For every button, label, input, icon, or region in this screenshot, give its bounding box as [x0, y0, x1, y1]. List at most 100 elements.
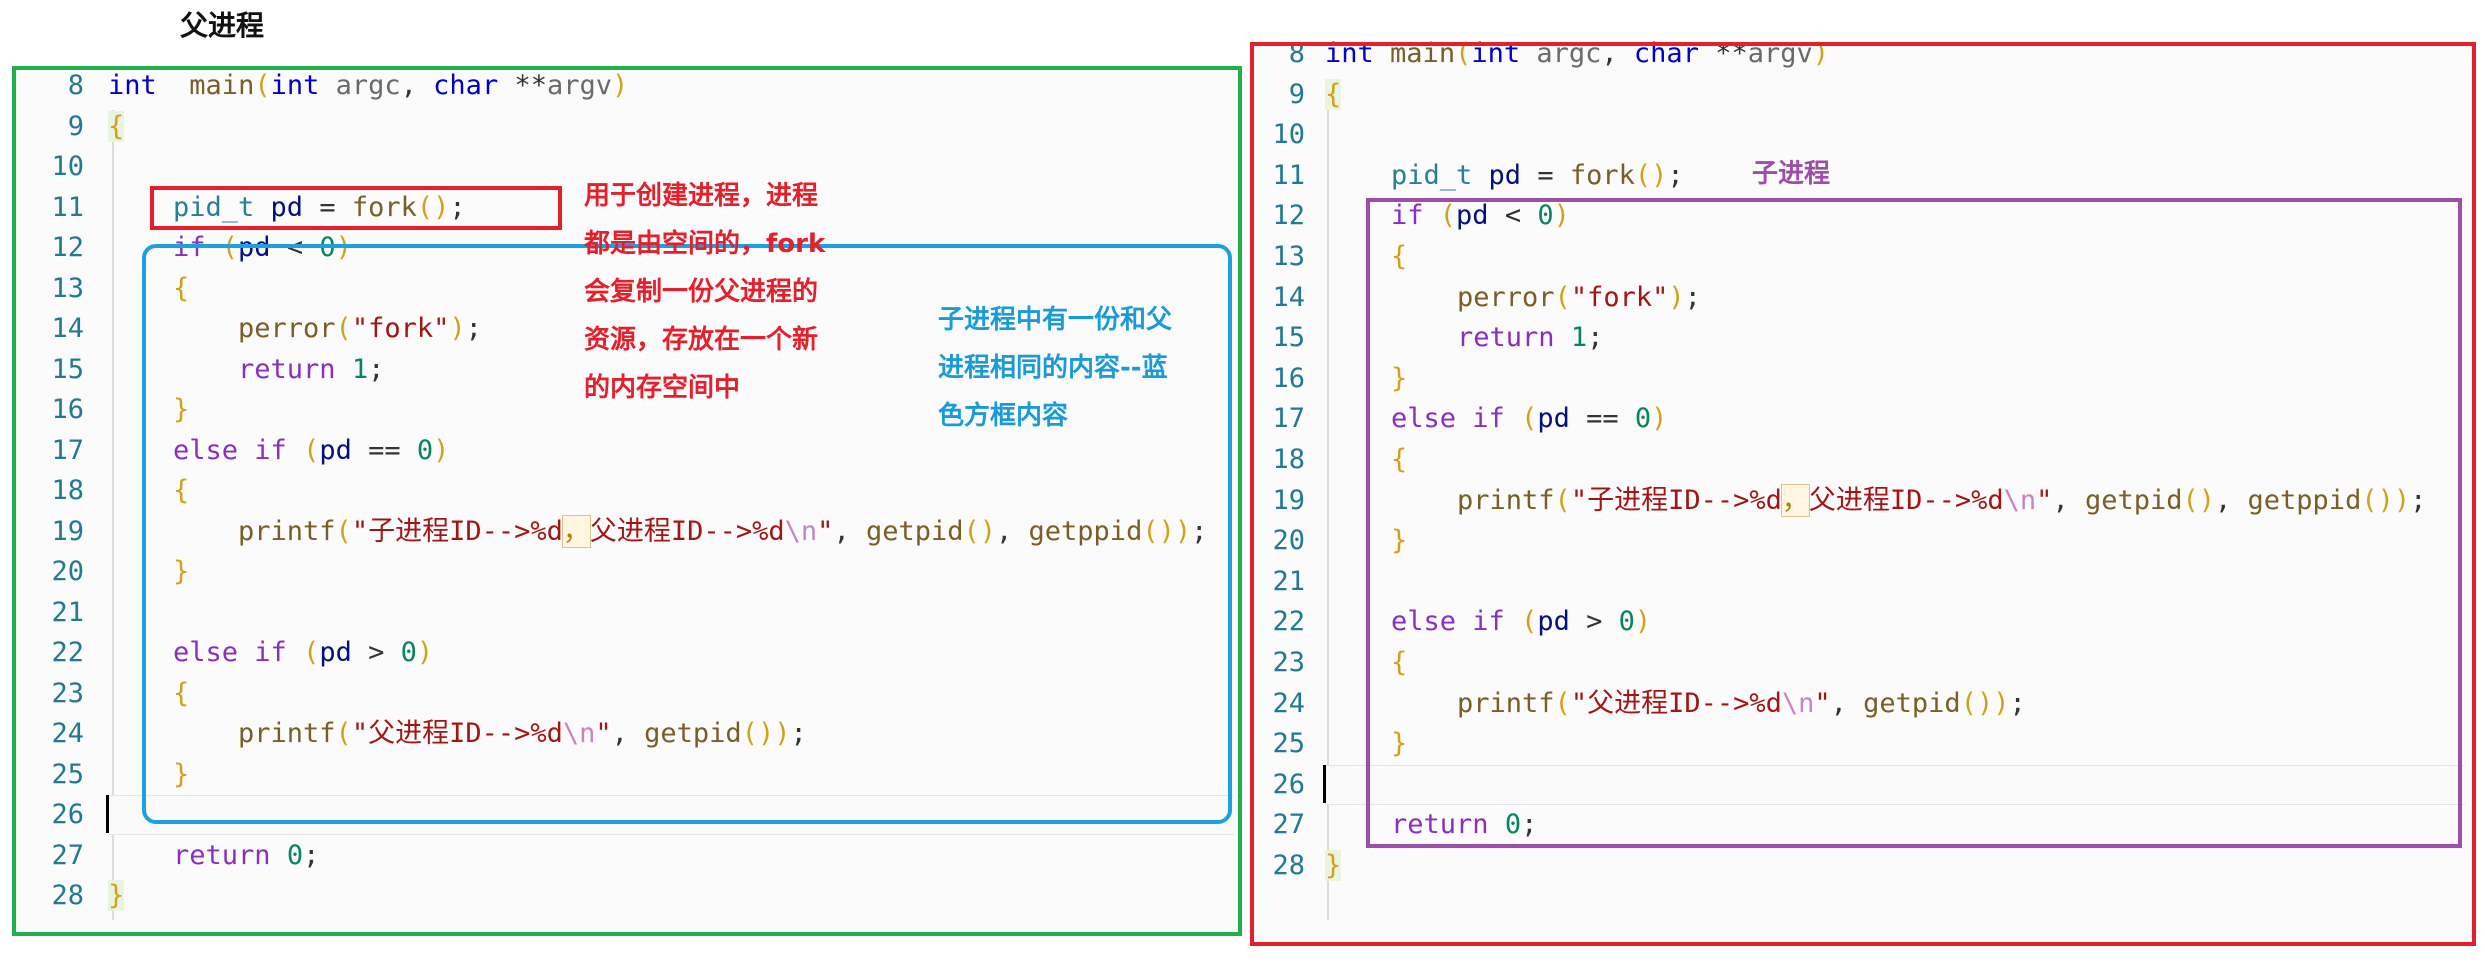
- code-line[interactable]: return 0;: [173, 836, 319, 876]
- line-number: 13: [1272, 241, 1305, 272]
- line-number: 19: [51, 515, 84, 547]
- code-token: (): [1634, 159, 1668, 191]
- code-line[interactable]: printf("子进程ID-->%d，父进程ID-->%d\n", getpid…: [238, 512, 1207, 552]
- code-line[interactable]: }: [173, 755, 189, 795]
- code-line[interactable]: {: [1391, 440, 1407, 480]
- code-token: return: [1457, 322, 1555, 354]
- code-token: ,: [611, 718, 645, 749]
- code-token: pd: [1456, 200, 1489, 232]
- code-token: }: [1391, 728, 1408, 760]
- right-indent-guide: [1327, 84, 1329, 920]
- fork-note-line: 的内存空间中: [584, 373, 741, 403]
- code-token: (: [254, 70, 271, 101]
- code-line[interactable]: return 1;: [1457, 318, 1603, 358]
- code-token: ;: [465, 313, 482, 344]
- code-line[interactable]: {: [1391, 643, 1407, 683]
- code-line[interactable]: printf("父进程ID-->%d\n", getpid());: [238, 714, 807, 754]
- code-line[interactable]: {: [1325, 75, 1342, 115]
- code-line[interactable]: }: [1391, 724, 1407, 764]
- code-token: ): [1668, 281, 1685, 313]
- code-token: ,: [996, 515, 1029, 547]
- fork-note-line: 都是由空间的，fork: [584, 229, 826, 259]
- line-number: 9: [67, 110, 84, 142]
- code-line[interactable]: }: [108, 876, 125, 916]
- code-line[interactable]: pid_t pd = fork();: [173, 188, 466, 228]
- blue-box-note: 子进程中有一份和父 进程相同的内容--蓝 色方框内容: [938, 296, 1172, 440]
- line-number: 28: [1272, 850, 1305, 881]
- line-number: 25: [51, 758, 84, 790]
- code-line[interactable]: else if (pd > 0): [173, 633, 433, 673]
- code-line[interactable]: return 0;: [1391, 805, 1537, 845]
- code-line[interactable]: perror("fork");: [238, 309, 482, 349]
- code-token: ": [595, 718, 612, 749]
- code-line[interactable]: int main(int argc, char **argv): [108, 66, 628, 106]
- code-line[interactable]: }: [173, 552, 189, 592]
- code-token: char: [433, 70, 499, 101]
- code-token: ): [774, 718, 791, 749]
- code-line[interactable]: if (pd < 0): [1391, 196, 1570, 236]
- code-line[interactable]: {: [173, 269, 189, 309]
- code-token: printf: [1457, 484, 1555, 516]
- code-token: {: [1391, 647, 1408, 678]
- line-number: 27: [51, 839, 84, 871]
- code-line[interactable]: else if (pd == 0): [173, 431, 449, 471]
- code-token: (: [1554, 281, 1571, 313]
- code-token: ,: [1830, 687, 1864, 719]
- code-token: 0: [286, 839, 304, 871]
- code-line[interactable]: }: [1391, 521, 1407, 561]
- line-number: 17: [51, 434, 84, 466]
- code-token: }: [108, 880, 125, 911]
- line-number: 16: [51, 394, 84, 425]
- line-number: 14: [51, 313, 84, 344]
- code-token: (: [1521, 403, 1538, 435]
- code-token: \n: [2003, 484, 2037, 516]
- code-line[interactable]: }: [173, 390, 189, 430]
- code-token: \n: [1781, 687, 1815, 719]
- code-token: ): [1993, 687, 2010, 719]
- code-line[interactable]: {: [173, 471, 189, 511]
- fork-note-line: 资源，存放在一个新: [584, 325, 819, 355]
- copied-content-box: [142, 244, 1232, 824]
- code-token: getppid: [1028, 515, 1143, 547]
- code-line[interactable]: }: [1325, 846, 1342, 886]
- line-number: 23: [51, 677, 84, 709]
- line-number: 11: [1272, 159, 1305, 191]
- code-token: {: [108, 110, 125, 142]
- code-token: ;: [1191, 515, 1208, 547]
- line-number: 20: [51, 556, 84, 587]
- code-token: ;: [2009, 687, 2026, 719]
- code-token: {: [1391, 241, 1408, 272]
- code-token: ): [2393, 484, 2411, 516]
- code-line[interactable]: printf("子进程ID-->%d，父进程ID-->%d\n", getpid…: [1457, 481, 2426, 521]
- code-token: \n: [562, 718, 596, 749]
- code-line[interactable]: pid_t pd = fork();: [1391, 156, 1684, 196]
- code-line[interactable]: else if (pd == 0): [1391, 399, 1667, 439]
- code-token: (): [1142, 515, 1175, 547]
- code-token: 0: [1537, 200, 1554, 232]
- code-line[interactable]: return 1;: [238, 350, 384, 390]
- code-line[interactable]: }: [1391, 359, 1407, 399]
- code-line[interactable]: printf("父进程ID-->%d\n", getpid());: [1457, 684, 2026, 724]
- code-token: printf: [1457, 687, 1555, 719]
- line-number: 8: [67, 70, 84, 101]
- code-token: (): [416, 191, 450, 223]
- code-line[interactable]: else if (pd > 0): [1391, 602, 1651, 642]
- code-token: 1: [351, 353, 369, 385]
- code-token: argv: [546, 70, 613, 101]
- line-number: 20: [1272, 525, 1305, 557]
- code-token: getpid: [2084, 484, 2183, 516]
- code-token: \n: [784, 515, 818, 547]
- code-line[interactable]: {: [1391, 237, 1407, 277]
- code-token: (: [1554, 687, 1571, 719]
- code-token: ;: [449, 191, 466, 223]
- text-cursor: [1323, 764, 1326, 803]
- code-line[interactable]: perror("fork");: [1457, 278, 1701, 318]
- line-number: 21: [51, 596, 84, 628]
- code-token: else if: [173, 637, 287, 668]
- code-line[interactable]: {: [173, 674, 189, 714]
- code-line[interactable]: {: [108, 107, 125, 147]
- code-token: pid_t: [1391, 159, 1473, 191]
- code-token: ): [416, 637, 434, 668]
- line-number: 10: [51, 151, 84, 182]
- code-token: pd: [1537, 606, 1570, 638]
